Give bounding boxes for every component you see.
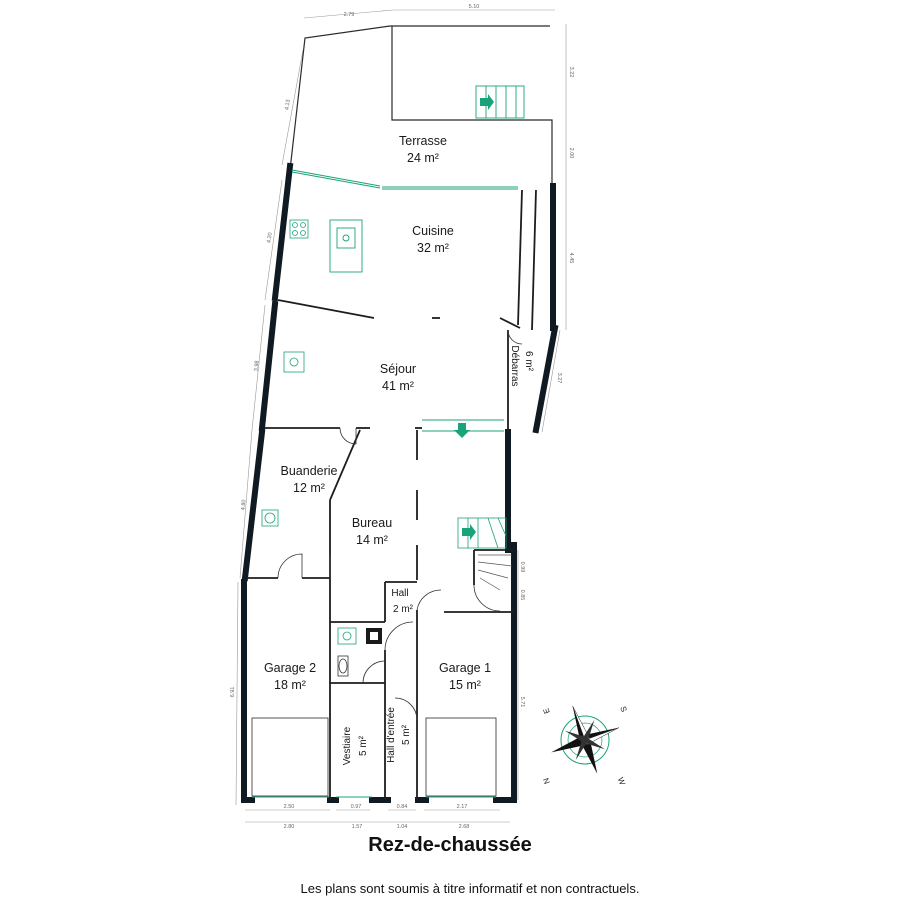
stair-arrow-icon <box>462 524 476 540</box>
boiler-inner <box>370 632 378 640</box>
terrace-stair-arrow-icon <box>480 94 494 110</box>
area-hall-entree: 5 m² <box>401 724 412 745</box>
dim-bottom-vestiaire-inner: 0.97 <box>351 804 362 810</box>
dim-bottom-garage2-outer: 2.80 <box>284 824 295 830</box>
label-bureau: Bureau <box>352 516 392 530</box>
garage-doors <box>251 717 497 797</box>
dim-right-gap: 2.00 <box>568 148 574 159</box>
dimension-lines <box>235 9 567 823</box>
dim-bottom-garage2-inner: 2.50 <box>284 804 295 810</box>
doors <box>277 329 523 721</box>
washing-machine-icon <box>261 509 279 527</box>
area-vestiaire: 5 m² <box>358 735 369 756</box>
dim-left-buanderie: 4.80 <box>241 499 248 510</box>
label-garage2: Garage 2 <box>264 661 316 675</box>
compass-e-label: E <box>542 707 552 715</box>
entry-arrow-icon <box>454 423 470 438</box>
dim-bottom-garage1-inner: 2.17 <box>457 804 468 810</box>
dim-bottom-hall-outer: 1.04 <box>397 824 408 830</box>
toilet-icon <box>337 655 349 677</box>
label-hall: Hall <box>391 588 408 599</box>
dim-right-garage: 5.71 <box>519 697 525 708</box>
dim-top-left: 2.79 <box>344 12 355 18</box>
interior-walls <box>247 189 537 800</box>
exterior-walls <box>241 162 559 803</box>
dim-left-cuisine: 4.20 <box>266 232 273 243</box>
dim-right-terrasse: 3.22 <box>568 67 574 78</box>
dim-right-debarras: 3.27 <box>556 373 562 384</box>
terrace-stairs <box>475 85 525 119</box>
dim-right-stair-a: 0.99 <box>519 562 525 573</box>
dim-bottom-vestiaire-outer: 1.57 <box>352 824 363 830</box>
terrasse-outline <box>289 25 553 186</box>
label-vestiaire: Vestiaire <box>342 726 353 765</box>
disclaimer-text: Les plans sont soumis à titre informatif… <box>300 881 640 896</box>
lower-stair-steps <box>477 554 513 591</box>
label-sejour: Séjour <box>380 362 416 376</box>
dim-right-cuisine: 4.45 <box>568 253 574 264</box>
area-buanderie: 12 m² <box>293 481 325 495</box>
area-terrasse: 24 m² <box>407 151 439 165</box>
room-labels: Terrasse 24 m² Cuisine 32 m² Séjour 41 m… <box>264 134 534 765</box>
compass-w-label: W <box>616 776 627 787</box>
area-hall: 2 m² <box>393 604 414 615</box>
dimension-labels: 2.79 5.10 3.22 2.00 4.45 3.27 0.99 0.85 … <box>230 4 574 830</box>
area-debarras: 6 m² <box>523 351 534 372</box>
dim-left-terrasse: 4.13 <box>284 99 291 110</box>
dim-left-garage: 6.91 <box>230 687 236 698</box>
label-cuisine: Cuisine <box>412 224 454 238</box>
compass-s-label: S <box>618 705 628 713</box>
area-bureau: 14 m² <box>356 533 388 547</box>
compass-n-label: N <box>541 776 552 785</box>
area-sejour: 41 m² <box>382 379 414 393</box>
plan-title: Rez-de-chaussée <box>368 834 532 856</box>
label-terrasse: Terrasse <box>399 134 447 148</box>
dim-top-right: 5.10 <box>469 4 480 10</box>
area-garage2: 18 m² <box>274 678 306 692</box>
windows <box>252 169 518 798</box>
area-garage1: 15 m² <box>449 678 481 692</box>
area-cuisine: 32 m² <box>417 241 449 255</box>
cooktop-icon <box>289 219 309 239</box>
sink-icon <box>283 351 305 373</box>
dim-bottom-garage1-outer: 2.68 <box>459 824 470 830</box>
label-hall-entree: Hall d'entrée <box>386 707 397 763</box>
label-garage1: Garage 1 <box>439 661 491 675</box>
label-debarras: Débarras <box>509 345 520 386</box>
kitchen-island <box>329 219 363 273</box>
dim-right-stair-b: 0.85 <box>519 590 525 601</box>
label-buanderie: Buanderie <box>281 464 338 478</box>
dim-bottom-hall-inner: 0.84 <box>397 804 408 810</box>
dim-left-sejour: 3.98 <box>253 360 260 371</box>
compass-rose: E S N W <box>541 705 628 787</box>
toilet-washbasin-icon <box>337 627 357 645</box>
